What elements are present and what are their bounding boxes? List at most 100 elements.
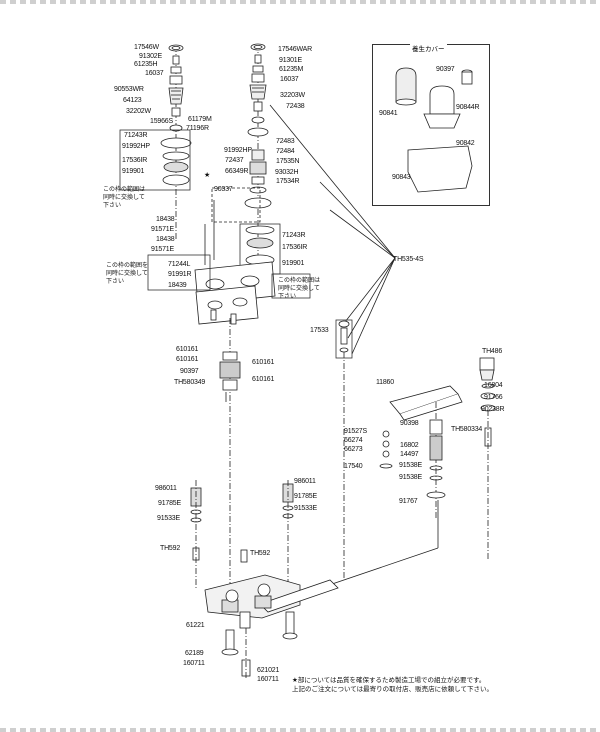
bottom-border <box>0 728 600 732</box>
part-label: 71196R <box>186 125 209 132</box>
part-label: 下さい <box>103 202 122 209</box>
part-label: 160711 <box>183 660 205 667</box>
part-label: 61179M <box>188 116 212 123</box>
part-label: この枠の範囲を <box>106 262 149 269</box>
part-label: 93032H <box>275 169 299 176</box>
part-label: 下さい <box>278 293 297 300</box>
part-label: 17536IR <box>122 157 148 164</box>
part-label: 61235H <box>134 61 158 68</box>
part-label: TH486 <box>482 348 503 355</box>
part-label: 160711 <box>257 676 279 683</box>
part-label: 91533E <box>157 515 180 522</box>
part-label: 18438 <box>156 216 175 223</box>
part-label: 91538E <box>399 462 422 469</box>
footer-line: 上記のご注文については最寄りの取付店、販売店に依頼して下さい。 <box>292 685 493 693</box>
part-label: 61235M <box>279 66 304 73</box>
part-label: 同時に交換して <box>278 285 320 292</box>
part-label: 17533 <box>310 327 329 334</box>
part-label: 91302E <box>139 53 162 60</box>
part-label: 15966S <box>150 118 173 125</box>
part-label: 90238R <box>481 406 505 413</box>
part-label: 610161 <box>252 359 275 366</box>
part-label: 71244L <box>168 261 191 268</box>
part-label: 91767 <box>399 498 418 505</box>
part-label: 90398 <box>400 420 419 427</box>
part-label: 91527S <box>344 428 367 435</box>
part-label: ★ <box>204 172 211 179</box>
part-label: 同時に交換して <box>106 270 148 277</box>
part-label: 919901 <box>122 168 145 175</box>
part-label: 11860 <box>376 379 394 386</box>
part-label: 90841 <box>379 110 398 117</box>
part-label: 14497 <box>400 451 419 458</box>
part-label: TH592 <box>250 550 271 557</box>
part-label: 90844R <box>456 104 480 111</box>
part-label: 90843 <box>392 174 411 181</box>
cover-panel <box>372 44 490 206</box>
part-label: この枠の範囲は <box>278 277 321 284</box>
part-label: 91533E <box>294 505 317 512</box>
part-label: 18438 <box>156 236 175 243</box>
part-label: 71243R <box>282 232 306 239</box>
part-label: 91991R <box>168 271 192 278</box>
part-label: 621021 <box>257 667 280 674</box>
part-label: 同時に交換して <box>103 194 145 201</box>
part-label: 90397 <box>180 368 199 375</box>
part-label: この枠の範囲は <box>103 186 146 193</box>
part-label: 610161 <box>176 346 199 353</box>
part-label: 72438 <box>286 103 305 110</box>
part-label: 17540 <box>344 463 363 470</box>
part-label: 16804 <box>484 382 503 389</box>
part-label: 91538E <box>399 474 422 481</box>
part-label: 32203W <box>280 92 305 99</box>
part-label: 986011 <box>155 485 177 492</box>
part-label: 62189 <box>185 650 204 657</box>
part-label: 90553WR <box>114 86 144 93</box>
part-label: 72484 <box>276 148 295 155</box>
part-label: 32202W <box>126 108 151 115</box>
footer-note: ★部については品質を確保するため製造工場での組立が必要です。 上記のご注文につい… <box>292 676 493 694</box>
part-label: TH580349 <box>174 379 206 386</box>
part-label: 61221 <box>186 622 205 629</box>
part-label: TH592 <box>160 545 181 552</box>
cover-panel-title: 養生カバー <box>410 43 447 53</box>
part-label: 91992HP <box>224 147 252 154</box>
part-label: 71243R <box>124 132 148 139</box>
part-label: 17546W <box>134 44 159 51</box>
part-label: 66349R <box>225 168 249 175</box>
part-label: 91785E <box>294 493 317 500</box>
part-label: TH535-4S <box>393 256 424 263</box>
part-label: 90842 <box>456 140 475 147</box>
part-label: 610161 <box>176 356 199 363</box>
part-label: 91992HP <box>122 143 150 150</box>
part-label: 17536IR <box>282 244 308 251</box>
part-label: 16802 <box>400 442 419 449</box>
part-label: 72437 <box>225 157 244 164</box>
part-label: 66273 <box>344 446 363 453</box>
part-label: 16037 <box>145 70 164 77</box>
part-label: 91571E <box>151 226 174 233</box>
part-label: 18439 <box>168 282 187 289</box>
part-label: 72483 <box>276 138 295 145</box>
part-label: TH580334 <box>451 426 483 433</box>
part-label: 91785E <box>158 500 181 507</box>
part-label: 17546WAR <box>278 46 312 53</box>
part-label: 66274 <box>344 437 363 444</box>
top-border <box>0 0 600 4</box>
part-label: 16037 <box>280 76 299 83</box>
part-label: 90337 <box>214 186 233 193</box>
part-label: 919901 <box>282 260 305 267</box>
part-label: 91766 <box>484 394 503 401</box>
part-label: 986011 <box>294 478 316 485</box>
part-label: 610161 <box>252 376 275 383</box>
part-label: 17535N <box>276 158 300 165</box>
footer-line: ★部については品質を確保するため製造工場での組立が必要です。 <box>292 676 486 684</box>
part-label: 17534R <box>276 178 300 185</box>
part-label: 下さい <box>106 278 125 285</box>
part-label: 91571E <box>151 246 174 253</box>
part-label: 91301E <box>279 57 302 64</box>
part-label: 90397 <box>436 66 455 73</box>
part-label: 64123 <box>123 97 142 104</box>
